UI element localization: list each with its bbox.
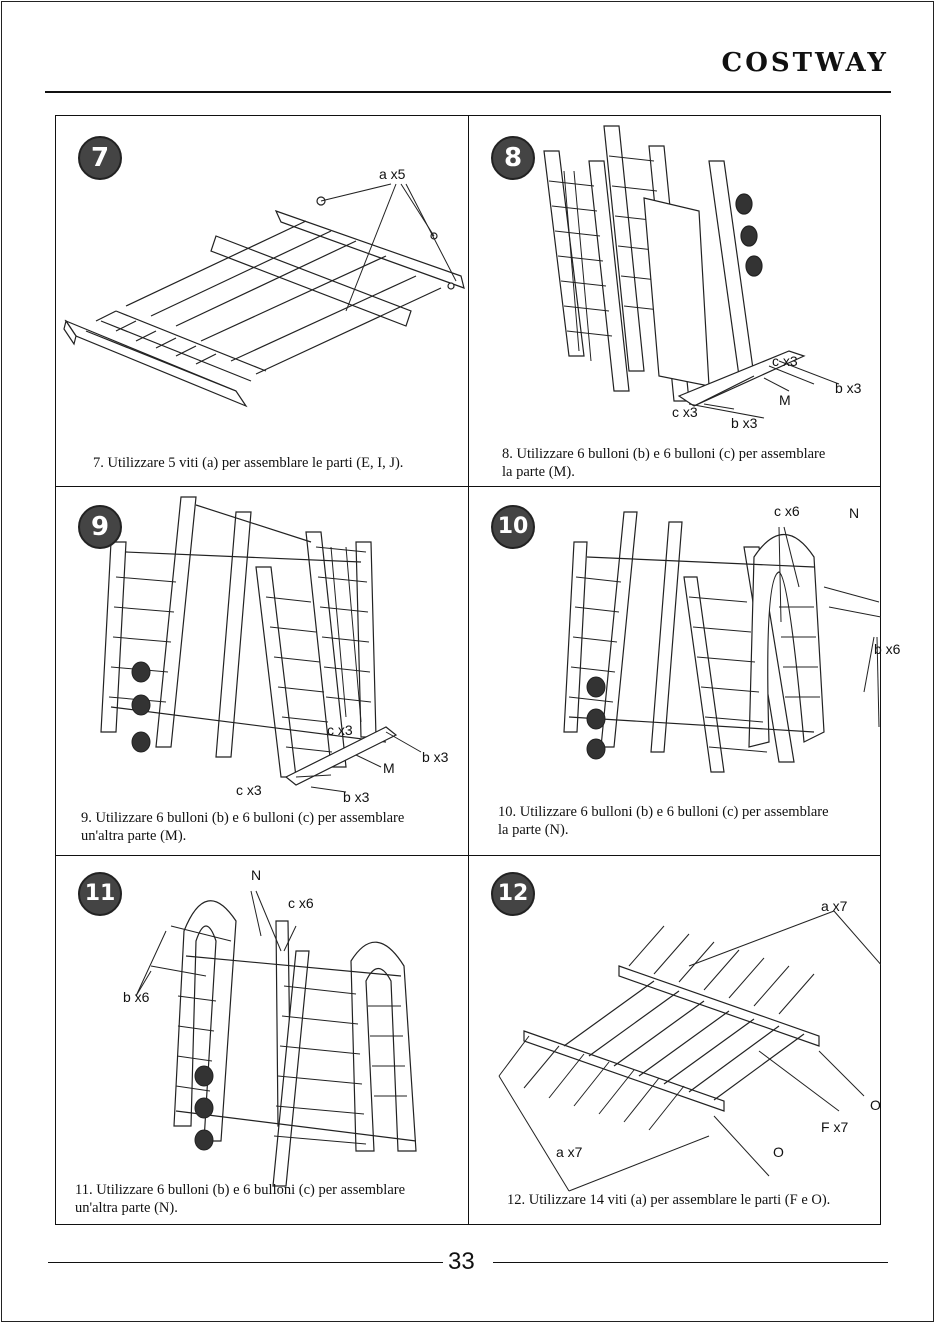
steps-grid: 7 a x5 7. Utilizzare 5 viti (a) per asse… [55, 115, 900, 1226]
step-12-label-a-bottom: a x7 [556, 1144, 583, 1160]
step-9-label-b-bottom: b x3 [343, 789, 370, 805]
step-8-label-m: M [779, 392, 791, 408]
step-10-illustration [563, 511, 881, 773]
footer-rule-right [493, 1262, 888, 1263]
step-8-badge: 8 [491, 136, 535, 180]
step-10-caption: 10. Utilizzare 6 bulloni (b) e 6 bulloni… [498, 804, 829, 838]
step-11-panel: 11 N c x6 b x6 11. Utilizzare 6 bulloni … [56, 856, 468, 1226]
step-9-label-c-top: c x3 [327, 722, 353, 738]
step-7-panel: 7 a x5 7. Utilizzare 5 viti (a) per asse… [56, 116, 468, 486]
step-12-label-o-bottom: O [773, 1144, 784, 1160]
step-9-illustration [100, 496, 422, 793]
brand-logo: COSTWAY [721, 48, 889, 78]
grid-divider-row2 [56, 855, 880, 856]
step-8-label-b-right: b x3 [835, 380, 862, 396]
step-11-label-b: b x6 [123, 989, 150, 1005]
step-9-panel: 9 c x3 b x3 M c x3 b x3 9. Utilizzare 6 … [56, 487, 468, 855]
step-10-label-n: N [849, 505, 860, 521]
step-12-illustration [498, 910, 881, 1192]
grid-divider-row1 [56, 486, 880, 487]
page-number: 33 [448, 1248, 475, 1275]
step-8-caption: 8. Utilizzare 6 bulloni (b) e 6 bulloni … [502, 446, 826, 480]
step-9-label-m: M [383, 760, 395, 776]
step-7-illustration [63, 183, 465, 408]
step-11-label-c: c x6 [288, 895, 314, 911]
step-10-label-c: c x6 [774, 503, 800, 519]
step-12-caption: 12. Utilizzare 14 viti (a) per assemblar… [507, 1192, 831, 1208]
step-8-label-b-bottom: b x3 [731, 415, 758, 431]
step-9-caption: 9. Utilizzare 6 bulloni (b) e 6 bulloni … [81, 810, 405, 844]
step-12-panel: 12 a x7 O F x7 a x7 O 12. Utilizzare 14 … [469, 856, 881, 1226]
header-rule [45, 91, 891, 93]
step-11-illustration [135, 890, 417, 1187]
step-12-badge: 12 [491, 872, 535, 916]
step-12-label-o-right: O [870, 1097, 881, 1113]
step-7-label-a: a x5 [379, 166, 406, 182]
step-8-label-c-top: c x3 [772, 353, 798, 369]
step-11-caption: 11. Utilizzare 6 bulloni (b) e 6 bulloni… [75, 1182, 406, 1216]
step-10-badge: 10 [491, 505, 535, 549]
step-11-badge: 11 [78, 872, 122, 916]
grid-divider-vertical [468, 116, 469, 1224]
step-7-badge: 7 [78, 136, 122, 180]
step-12-label-a-top: a x7 [821, 898, 848, 914]
footer-rule-left [48, 1262, 443, 1263]
step-8-illustration [543, 125, 840, 419]
step-11-label-n: N [251, 867, 262, 883]
step-12-label-f: F x7 [821, 1119, 849, 1135]
step-9-badge: 9 [78, 505, 122, 549]
step-7-caption: 7. Utilizzare 5 viti (a) per assemblare … [93, 455, 404, 471]
step-10-label-b: b x6 [874, 641, 901, 657]
step-9-label-b-right: b x3 [422, 749, 449, 765]
step-8-label-c-bottom: c x3 [672, 404, 698, 420]
step-8-panel: 8 c x3 b x3 M c x3 b x3 8. Utilizzare 6 … [469, 116, 881, 486]
step-9-label-c-bottom: c x3 [236, 782, 262, 798]
step-10-panel: 10 c x6 N b x6 10. Utilizzare 6 bulloni … [469, 487, 900, 855]
